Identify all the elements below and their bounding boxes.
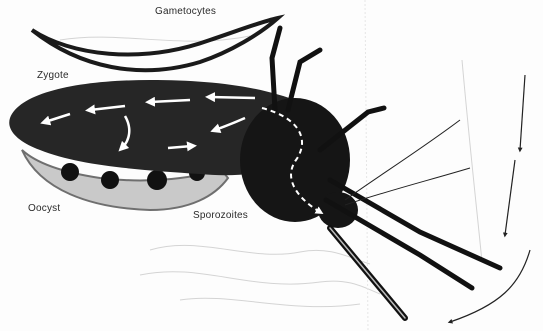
label-zygote: Zygote (37, 70, 69, 82)
head (318, 192, 358, 228)
antennae (345, 120, 470, 205)
label-gametocytes: Gametocytes (155, 6, 216, 18)
wing (32, 18, 278, 70)
entry-arrows (450, 75, 530, 322)
label-oocyst: Oocyst (28, 203, 60, 215)
label-sporozoites: Sporozoites (193, 210, 248, 222)
